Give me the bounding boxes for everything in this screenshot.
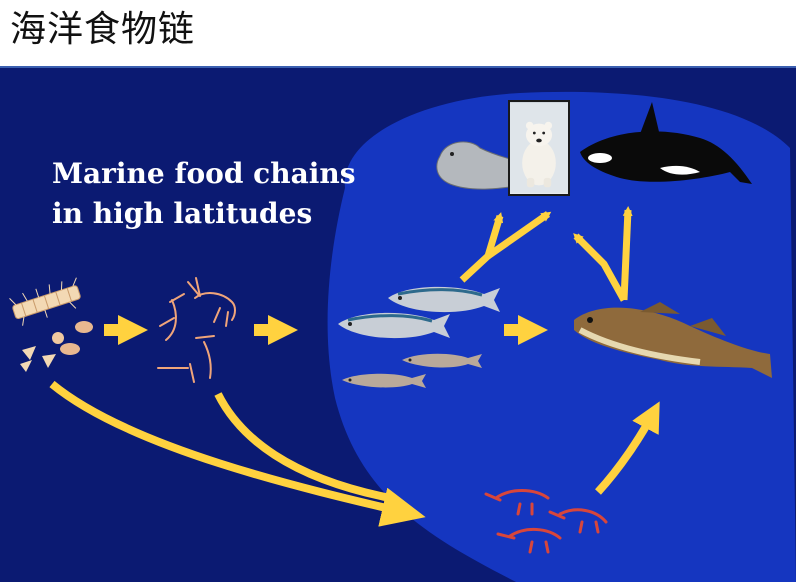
zooplankton-icon bbox=[157, 277, 236, 383]
arrow-phytoplankton-krill bbox=[49, 380, 426, 527]
diagram-canvas bbox=[0, 68, 796, 582]
arrow-cod-orca bbox=[620, 206, 633, 301]
arrow-zooplankton-krill bbox=[214, 392, 391, 502]
diagram-heading: Marine food chains in high latitudes bbox=[52, 154, 355, 234]
cod-icon bbox=[574, 302, 772, 378]
diagram-heading-line2: in high latitudes bbox=[52, 197, 313, 230]
arrow-cod-seal bbox=[573, 233, 628, 302]
page-title: 海洋食物链 bbox=[10, 9, 196, 50]
arrow-small-fish-orca bbox=[485, 211, 552, 259]
phytoplankton-icon bbox=[9, 277, 93, 372]
food-chain-diagram: Marine food chains in high latitudes bbox=[0, 66, 796, 582]
ocean-region-blob bbox=[327, 91, 796, 582]
polar-bear-icon bbox=[510, 103, 568, 193]
arrow-krill-cod bbox=[595, 401, 660, 495]
polar-bear-photo bbox=[508, 100, 570, 196]
flow-arrows bbox=[49, 206, 660, 527]
orca-icon bbox=[580, 102, 752, 184]
small-fish-icon bbox=[338, 286, 500, 388]
krill-icon bbox=[484, 489, 608, 554]
diagram-heading-line1: Marine food chains bbox=[52, 157, 356, 190]
